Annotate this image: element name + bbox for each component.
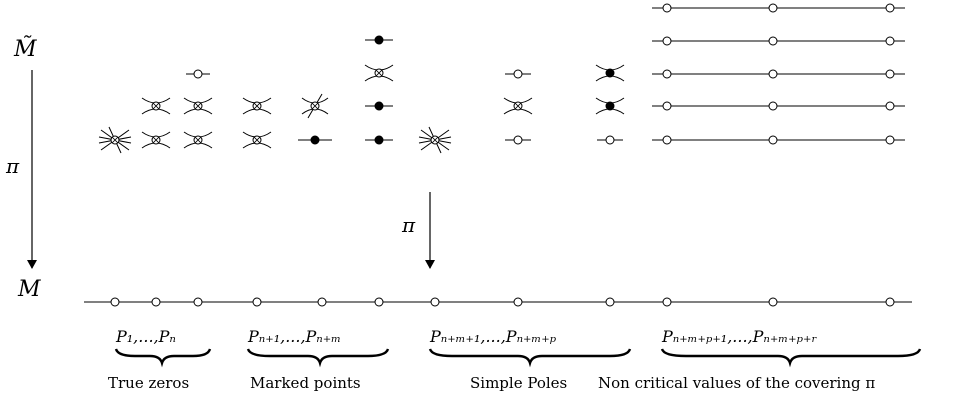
group-true-zeros: P₁,...,Pₙ True zeros bbox=[108, 327, 212, 392]
marked-point bbox=[374, 35, 384, 45]
open-point bbox=[151, 297, 161, 307]
group-marked-points: Pₙ₊₁,...,Pₙ₊ₘ Marked points bbox=[246, 327, 390, 392]
zero-cross bbox=[375, 69, 383, 77]
covering-space-label: M̃ bbox=[13, 36, 37, 62]
open-point bbox=[193, 69, 203, 79]
open-point bbox=[110, 297, 120, 307]
zero-cross bbox=[514, 102, 522, 110]
open-point bbox=[885, 297, 895, 307]
fibres bbox=[98, 35, 625, 154]
group-caption: Simple Poles bbox=[470, 374, 567, 392]
zero-cross bbox=[194, 102, 202, 110]
brace bbox=[660, 348, 922, 368]
open-point bbox=[662, 135, 672, 145]
projection-label-left: π bbox=[5, 154, 20, 178]
open-point bbox=[662, 36, 672, 46]
open-point bbox=[252, 297, 262, 307]
brace bbox=[114, 348, 212, 368]
open-point bbox=[885, 101, 895, 111]
zero-cross bbox=[311, 102, 319, 110]
marked-point bbox=[605, 68, 615, 78]
open-point bbox=[513, 135, 523, 145]
open-point bbox=[605, 297, 615, 307]
open-point bbox=[768, 36, 778, 46]
open-point bbox=[885, 36, 895, 46]
open-point bbox=[885, 69, 895, 79]
open-point bbox=[662, 3, 672, 13]
open-point bbox=[768, 3, 778, 13]
open-point bbox=[430, 297, 440, 307]
group-simple-poles: Pₙ₊ₘ₊₁,...,Pₙ₊ₘ₊ₚ Simple Poles bbox=[428, 327, 632, 392]
brace bbox=[246, 348, 390, 368]
marked-point bbox=[605, 101, 615, 111]
open-point bbox=[513, 69, 523, 79]
open-point bbox=[768, 101, 778, 111]
zero-cross bbox=[253, 136, 261, 144]
open-point bbox=[193, 297, 203, 307]
zero-cross bbox=[431, 136, 439, 144]
open-point bbox=[374, 297, 384, 307]
marked-point bbox=[374, 101, 384, 111]
zero-cross bbox=[194, 136, 202, 144]
zero-cross bbox=[111, 136, 119, 144]
open-point bbox=[885, 3, 895, 13]
group-non-critical: Pₙ₊ₘ₊ₚ₊₁,...,Pₙ₊ₘ₊ₚ₊ᵣ Non critical value… bbox=[598, 327, 922, 392]
group-indices: Pₙ₊₁,...,Pₙ₊ₘ bbox=[247, 327, 341, 346]
base-points bbox=[110, 297, 895, 307]
base-space-label: M bbox=[17, 277, 41, 302]
group-caption: True zeros bbox=[108, 374, 189, 392]
group-caption: Marked points bbox=[250, 374, 361, 392]
open-point bbox=[662, 69, 672, 79]
zero-cross bbox=[152, 102, 160, 110]
open-point bbox=[885, 135, 895, 145]
open-point bbox=[768, 297, 778, 307]
open-point bbox=[317, 297, 327, 307]
open-point bbox=[768, 135, 778, 145]
projection-label-middle: π bbox=[401, 213, 416, 237]
group-indices: Pₙ₊ₘ₊ₚ₊₁,...,Pₙ₊ₘ₊ₚ₊ᵣ bbox=[661, 327, 817, 346]
open-point bbox=[768, 69, 778, 79]
covering-sheets bbox=[652, 3, 905, 145]
zero-cross bbox=[253, 102, 261, 110]
open-point bbox=[662, 297, 672, 307]
open-point bbox=[605, 135, 615, 145]
group-indices: P₁,...,Pₙ bbox=[115, 327, 176, 346]
group-caption: Non critical values of the covering π bbox=[598, 374, 875, 392]
open-point bbox=[662, 101, 672, 111]
open-point bbox=[513, 297, 523, 307]
brace bbox=[428, 348, 632, 368]
zero-cross bbox=[152, 136, 160, 144]
group-indices: Pₙ₊ₘ₊₁,...,Pₙ₊ₘ₊ₚ bbox=[429, 327, 557, 346]
marked-point bbox=[374, 135, 384, 145]
marked-point bbox=[310, 135, 320, 145]
